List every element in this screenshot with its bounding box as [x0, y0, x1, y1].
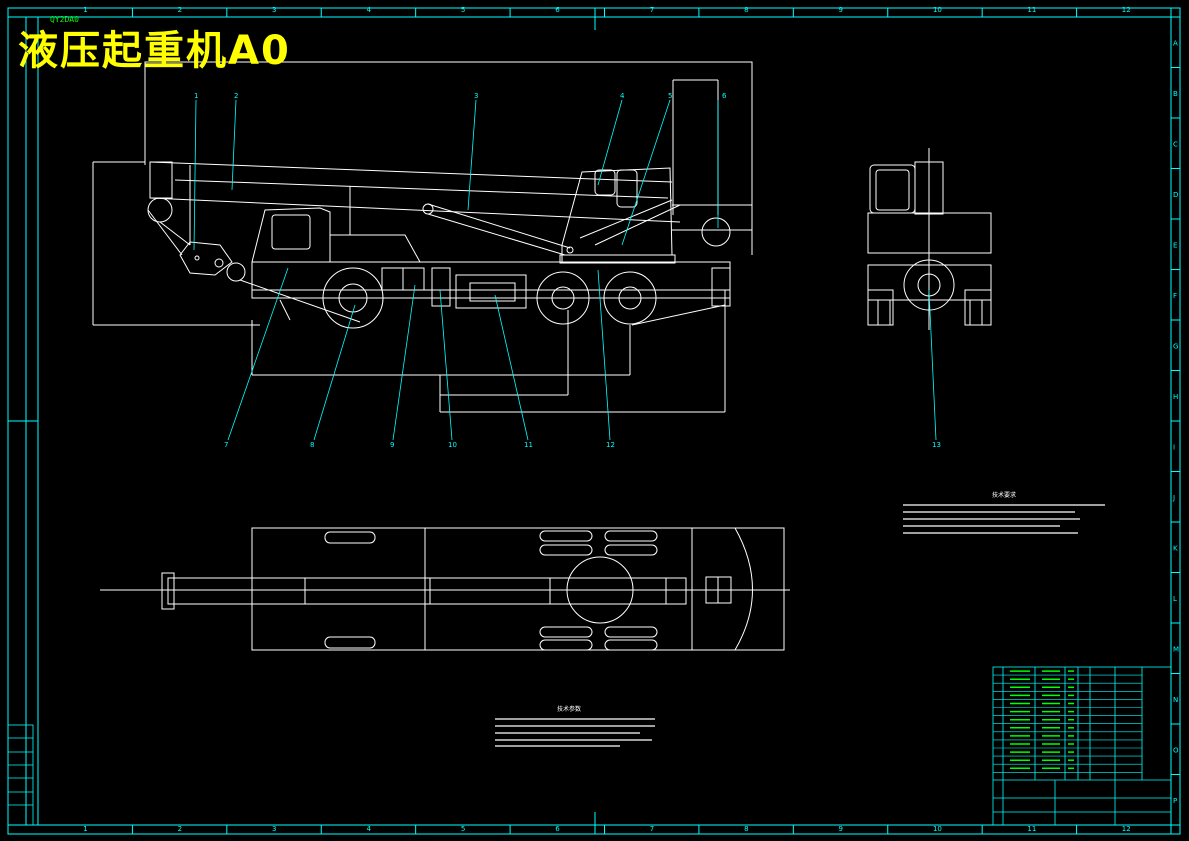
- column-label-1: 1: [83, 825, 87, 833]
- row-label-E: E: [1173, 241, 1177, 249]
- callout-9: 9: [390, 441, 394, 449]
- crane-side-view: [92, 61, 753, 413]
- callout-5: 5: [668, 92, 672, 100]
- row-label-P: P: [1173, 797, 1177, 805]
- column-label-5: 5: [461, 6, 465, 14]
- column-label-7: 7: [650, 825, 654, 833]
- column-grid-ticks: [131, 8, 1180, 834]
- column-label-2: 2: [178, 6, 182, 14]
- drawing-title: 液压起重机A0: [18, 28, 291, 74]
- tech-parameters-heading: 技术参数: [557, 705, 581, 713]
- crane-plan-view: [100, 527, 790, 651]
- row-label-J: J: [1172, 494, 1175, 502]
- technical-parameters: 技术参数: [495, 705, 655, 747]
- row-label-K: K: [1173, 544, 1178, 552]
- column-label-3: 3: [272, 825, 276, 833]
- row-label-A: A: [1173, 39, 1178, 47]
- row-grid-labels: A B C D E F G H I J K L M N O P: [1172, 39, 1179, 805]
- callout-1: 1: [194, 92, 198, 100]
- parts-list-text-marks: [1010, 670, 1074, 770]
- wheels: [322, 267, 657, 329]
- column-label-12: 12: [1122, 825, 1131, 833]
- column-label-8: 8: [744, 6, 748, 14]
- technical-requirements: 技术要求: [903, 491, 1105, 534]
- row-label-C: C: [1173, 140, 1178, 148]
- callout-8: 8: [310, 441, 314, 449]
- row-label-M: M: [1173, 645, 1179, 653]
- row-label-G: G: [1173, 342, 1178, 350]
- column-label-8: 8: [744, 825, 748, 833]
- parts-list: [992, 666, 1172, 826]
- callout-13: 13: [932, 441, 941, 449]
- callout-4: 4: [620, 92, 625, 100]
- column-label-11: 11: [1027, 825, 1036, 833]
- column-label-5: 5: [461, 825, 465, 833]
- callout-2: 2: [234, 92, 238, 100]
- parts-list-rows: [993, 674, 1142, 773]
- column-label-6: 6: [555, 6, 560, 14]
- row-label-D: D: [1173, 191, 1178, 199]
- row-label-B: B: [1173, 90, 1178, 98]
- row-label-I: I: [1173, 443, 1175, 451]
- column-label-4: 4: [366, 6, 371, 14]
- column-label-6: 6: [555, 825, 560, 833]
- callout-3: 3: [474, 92, 478, 100]
- callout-10: 10: [448, 441, 457, 449]
- callout-leaders: [193, 99, 937, 441]
- row-label-L: L: [1173, 595, 1177, 603]
- column-label-9: 9: [839, 6, 843, 14]
- drawing-code: QY2DA0: [50, 15, 79, 24]
- margin-stamp-boxes: [7, 724, 34, 826]
- callout-7: 7: [224, 441, 228, 449]
- column-label-11: 11: [1027, 6, 1036, 14]
- column-label-2: 2: [178, 825, 182, 833]
- row-label-H: H: [1173, 393, 1178, 401]
- column-label-9: 9: [839, 825, 843, 833]
- callout-12: 12: [606, 441, 615, 449]
- column-label-7: 7: [650, 6, 654, 14]
- row-label-N: N: [1173, 696, 1178, 704]
- callout-6: 6: [722, 92, 727, 100]
- tech-requirements-heading: 技术要求: [992, 491, 1016, 499]
- row-label-F: F: [1173, 292, 1177, 300]
- column-label-3: 3: [272, 6, 276, 14]
- column-label-4: 4: [366, 825, 371, 833]
- sheet-frame: [7, 7, 1181, 835]
- column-label-12: 12: [1122, 6, 1131, 14]
- callout-11: 11: [524, 441, 533, 449]
- column-label-10: 10: [933, 6, 942, 14]
- callout-labels: 1 2 3 4 5 6 7 8 9 10 11 12 13: [194, 92, 941, 449]
- column-label-10: 10: [933, 825, 942, 833]
- row-label-O: O: [1173, 746, 1179, 754]
- column-label-1: 1: [83, 6, 87, 14]
- crane-front-view: [867, 148, 992, 330]
